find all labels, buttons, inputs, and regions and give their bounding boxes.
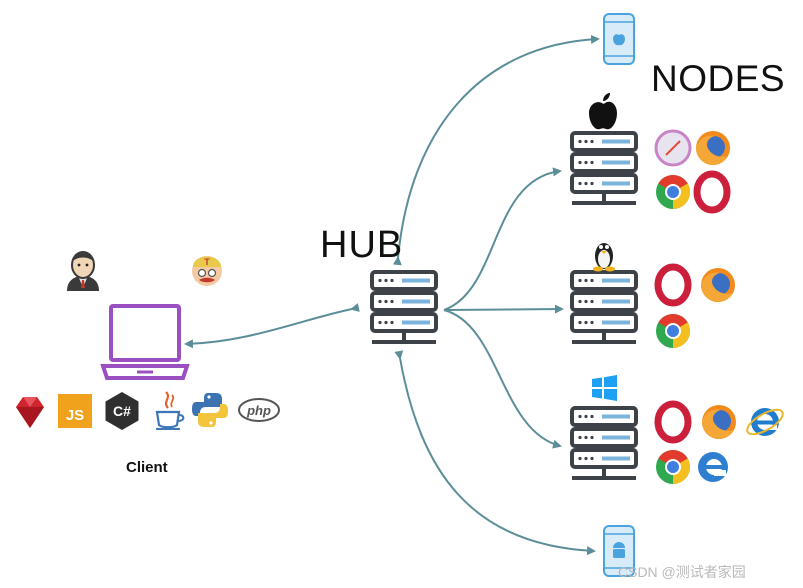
watermark: CSDN @测试者家园 [618, 564, 746, 580]
opera-icon [697, 174, 727, 210]
python-icon [192, 393, 228, 427]
linux-node-server-icon [570, 270, 638, 344]
connection-arrows [184, 34, 600, 556]
windows-node-server-icon [570, 406, 638, 480]
chrome-icon [656, 450, 690, 484]
firefox-icon [701, 268, 735, 302]
apple-icon [589, 93, 617, 130]
firefox-icon [702, 405, 736, 439]
mac-node-server-icon [570, 131, 638, 205]
chrome-icon [656, 314, 690, 348]
iphone-icon [603, 13, 635, 65]
svg-text:T: T [204, 257, 210, 267]
chrome-icon [656, 175, 690, 209]
php-badge: php [246, 403, 271, 418]
javascript-icon: JS [58, 394, 92, 428]
windows-icon [592, 375, 617, 401]
java-icon [155, 391, 185, 430]
csharp-badge: C# [113, 403, 131, 419]
hub-linux-node-arrow [443, 304, 564, 314]
hub-android-arrow [394, 350, 596, 556]
firefox-icon [696, 131, 730, 165]
travis-ci-icon: T [192, 256, 222, 286]
php-icon: php [238, 398, 280, 422]
ruby-icon [16, 397, 44, 428]
linux-tux-icon [593, 243, 615, 272]
csharp-icon: C# [105, 392, 139, 430]
opera-icon [658, 267, 688, 303]
laptop-icon [100, 304, 190, 380]
opera-icon [658, 404, 688, 440]
hub-title: HUB [320, 224, 404, 266]
edge-icon [698, 452, 728, 482]
hub-server-icon [370, 270, 438, 344]
ie-icon [742, 404, 788, 440]
hub-mac-node-arrow [443, 167, 562, 311]
hub-windows-node-arrow [443, 309, 562, 449]
nodes-title: NODES [651, 58, 786, 99]
hub-client-arrow [184, 303, 360, 349]
client-label: Client [126, 459, 168, 476]
android-phone-icon [603, 525, 635, 577]
jenkins-icon [67, 251, 99, 291]
js-badge: JS [66, 407, 84, 424]
safari-icon [654, 129, 692, 167]
hub-iphone-arrow [392, 34, 600, 266]
